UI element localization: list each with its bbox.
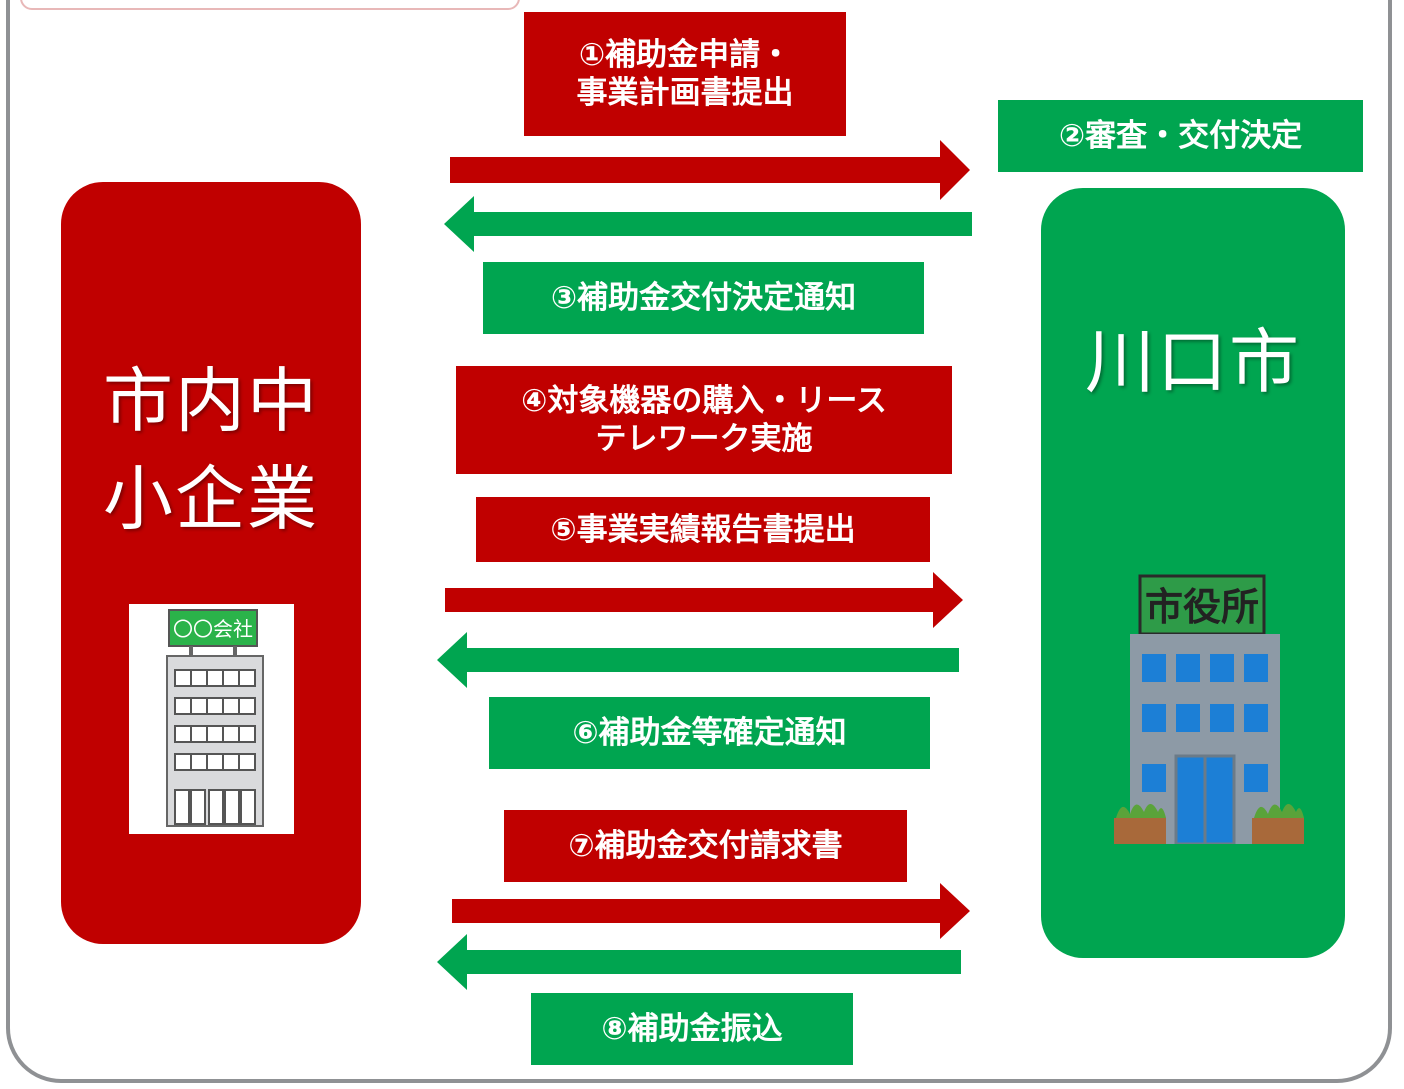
company-name: 市内中 小企業 [103, 360, 319, 540]
step-3-label: ③補助金交付決定通知 [483, 262, 924, 334]
step-8-label: ⑧補助金振込 [531, 993, 853, 1065]
arrow-left-3 [437, 934, 961, 990]
arrow-left-2 [437, 632, 959, 688]
company-block: 市内中 小企業 [61, 182, 361, 944]
step-6-label: ⑥補助金等確定通知 [489, 697, 930, 769]
city-sign-text: 市役所 [1145, 585, 1259, 629]
arrow-left-1 [444, 196, 972, 252]
step-7-label: ⑦補助金交付請求書 [504, 810, 907, 882]
step-5-label: ⑤事業実績報告書提出 [476, 497, 930, 562]
step-1-label: ①補助金申請・ 事業計画書提出 [524, 12, 846, 136]
company-building-icon: 〇〇会社 [129, 604, 294, 834]
arrow-right-2 [445, 572, 963, 628]
step-2-label: ②審査・交付決定 [998, 100, 1363, 172]
city-hall-icon: 市役所 [1112, 572, 1304, 846]
city-name: 川口市 [1085, 321, 1301, 403]
arrow-right-1 [450, 140, 970, 200]
company-sign-text: 〇〇会社 [173, 617, 253, 641]
step-4-label: ④対象機器の購入・リース テレワーク実施 [456, 366, 952, 474]
header-tab [20, 0, 520, 10]
arrow-right-3 [452, 883, 970, 939]
